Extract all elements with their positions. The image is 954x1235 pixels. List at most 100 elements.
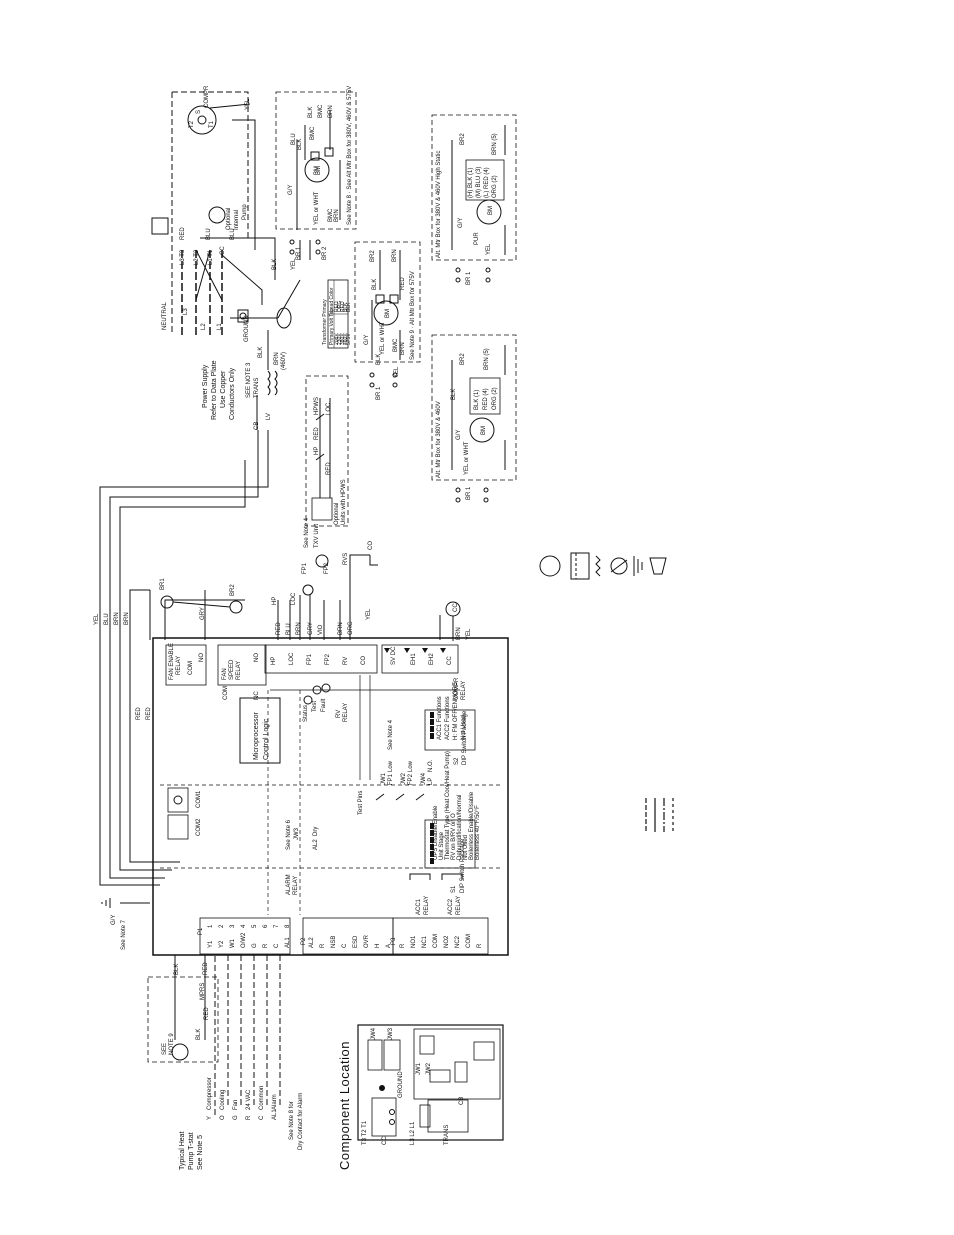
fan-relays <box>160 554 378 640</box>
svg-text:ACC2: ACC2 <box>448 898 454 915</box>
svg-text:L1: L1 <box>217 323 223 330</box>
dip-switch-s2: S2 DIP Switch Package ACC1 Functions ACC… <box>424 682 476 765</box>
svg-text:G: G <box>252 943 258 948</box>
svg-text:G/Y: G/Y <box>111 915 117 925</box>
svg-text:Y: Y <box>207 1116 213 1120</box>
svg-text:ACC1 Functions: ACC1 Functions <box>437 696 443 740</box>
thermistor-icon <box>610 557 628 575</box>
svg-text:(L) RED (4): (L) RED (4) <box>484 167 490 198</box>
svg-text:Common: Common <box>259 1086 265 1110</box>
svg-text:L3: L3 <box>183 308 189 315</box>
svg-text:Alarm: Alarm <box>272 1094 278 1110</box>
svg-text:AL2: AL2 <box>309 937 315 948</box>
svg-text:COM: COM <box>466 934 472 948</box>
svg-text:G: G <box>233 1115 239 1120</box>
svg-text:DIP Switch Package: DIP Switch Package <box>462 710 468 765</box>
dip-switch-s1: S1 DIP Switch Package UPS Disable/Enable… <box>424 751 481 893</box>
svg-text:Primary Volt Tap: Primary Volt Tap <box>329 308 335 345</box>
svg-text:JW2: JW2 <box>426 1062 432 1075</box>
svg-text:JW3: JW3 <box>388 1027 394 1040</box>
svg-text:BM: BM <box>481 426 487 435</box>
svg-text:ORG: ORG <box>337 301 343 313</box>
svg-text:JW4: JW4 <box>371 1027 377 1040</box>
svg-text:RED: RED <box>146 707 152 720</box>
svg-text:P2: P2 <box>301 937 307 945</box>
svg-text:RED: RED <box>203 962 209 975</box>
svg-text:RED (4): RED (4) <box>483 388 489 410</box>
svg-text:P1: P1 <box>198 927 204 935</box>
svg-text:RELAY: RELAY <box>343 703 349 722</box>
svg-text:LP: LP <box>428 778 434 785</box>
svg-text:S1: S1 <box>451 885 457 893</box>
svg-text:RED: RED <box>334 301 340 312</box>
svg-text:OVR: OVR <box>364 934 370 948</box>
svg-text:JW2: JW2 <box>401 772 407 785</box>
svg-text:Not Used: Not Used <box>463 835 469 860</box>
svg-text:GRY: GRY <box>200 607 206 620</box>
transformer-icon <box>570 552 590 580</box>
svg-text:RED: RED <box>326 462 332 475</box>
svg-text:TRANS: TRANS <box>254 378 260 398</box>
svg-text:VIO: VIO <box>318 624 324 635</box>
svg-text:Fault: Fault <box>321 698 327 712</box>
svg-text:NSB: NSB <box>331 936 337 948</box>
svg-text:T3 T2 T1: T3 T2 T1 <box>362 1120 368 1145</box>
svg-text:BLU: BLU <box>230 228 236 240</box>
svg-text:YEL: YEL <box>245 98 251 110</box>
svg-text:230V: 230V <box>337 333 343 345</box>
svg-text:5: 5 <box>252 924 258 928</box>
svg-text:R: R <box>246 1115 252 1120</box>
control-board: Microprocessor Control Logic FAN ENABLE … <box>152 637 509 956</box>
svg-text:BLK: BLK <box>343 302 349 312</box>
svg-text:RELAY: RELAY <box>176 656 182 675</box>
svg-text:Low: Low <box>388 760 394 772</box>
svg-text:FP1: FP1 <box>388 773 394 785</box>
svg-text:RED: RED <box>340 301 346 312</box>
svg-text:LOC: LOC <box>291 592 297 605</box>
svg-text:COM1: COM1 <box>196 790 202 808</box>
svg-text:G/Y: G/Y <box>456 430 462 440</box>
svg-text:RELAY: RELAY <box>236 661 242 680</box>
svg-text:4: 4 <box>241 924 247 928</box>
svg-text:NO: NO <box>199 653 205 662</box>
svg-text:BR 1: BR 1 <box>466 486 472 500</box>
svg-text:RV on B/RV on O: RV on B/RV on O <box>451 813 457 860</box>
svg-text:BRN (5): BRN (5) <box>484 348 490 370</box>
legend-lines <box>645 798 674 832</box>
svg-text:L3 L2 L1: L3 L2 L1 <box>410 1121 416 1145</box>
svg-text:COM: COM <box>433 934 439 948</box>
svg-text:YEL: YEL <box>394 366 400 378</box>
svg-text:C: C <box>274 943 280 948</box>
svg-text:S2: S2 <box>454 757 460 765</box>
svg-text:BM: BM <box>316 166 322 175</box>
svg-text:RED: RED <box>136 707 142 720</box>
svg-text:G/Y: G/Y <box>364 335 370 345</box>
svg-text:Pump: Pump <box>242 204 248 220</box>
svg-text:BRN: BRN <box>328 105 334 118</box>
svg-text:SPEED: SPEED <box>229 659 235 680</box>
svg-text:575V: 575V <box>346 333 352 345</box>
motor-box-4: BM Alt. Mtr Box for 380V & 460V BLK (1) … <box>431 334 517 503</box>
svg-text:BR 2: BR 2 <box>322 246 328 260</box>
svg-text:(460V): (460V) <box>281 352 287 370</box>
hpws-box: HP RED HPWS LOC RED Optional Units with … <box>305 375 349 527</box>
svg-text:BRN: BRN <box>114 612 120 625</box>
svg-text:GRY: GRY <box>308 622 314 635</box>
svg-text:YEL: YEL <box>486 243 492 255</box>
svg-text:ORG (2): ORG (2) <box>492 175 498 198</box>
svg-text:COM: COM <box>188 661 194 675</box>
svg-text:N.O.: N.O. <box>428 759 434 772</box>
motor-box-1: BM See Note 8 · See Alt Mtr Box for 380V… <box>275 86 357 260</box>
svg-text:ALARM: ALARM <box>286 874 292 895</box>
svg-text:BR 1: BR 1 <box>296 246 302 260</box>
svg-text:HP: HP <box>271 657 277 665</box>
svg-text:TXV Unit: TXV Unit <box>314 524 320 548</box>
svg-text:BR1: BR1 <box>160 578 166 590</box>
svg-text:7: 7 <box>274 924 280 928</box>
svg-text:NC: NC <box>254 691 260 700</box>
svg-text:Y1: Y1 <box>208 940 214 948</box>
svg-text:BR2: BR2 <box>460 133 466 145</box>
microprocessor-label: Microprocessor <box>253 711 260 760</box>
svg-text:ORG (2): ORG (2) <box>492 387 498 410</box>
svg-text:H: H <box>375 944 381 948</box>
